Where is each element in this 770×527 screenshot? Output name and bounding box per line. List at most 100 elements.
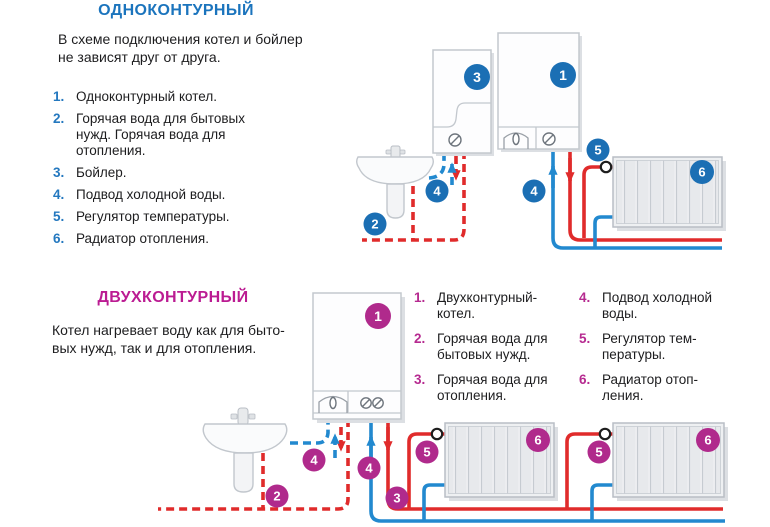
svg-text:1: 1 bbox=[559, 67, 567, 83]
boiler-storage bbox=[432, 49, 494, 156]
thermostat-valve-1 bbox=[430, 427, 444, 441]
sink-pedestal bbox=[233, 452, 254, 493]
pipe-heating-supply bbox=[568, 150, 722, 242]
legend-item: 6. Радиатор отопления. bbox=[53, 231, 313, 247]
legend-number: 6. bbox=[579, 372, 591, 387]
pipe-heating-riser bbox=[582, 165, 613, 238]
badge-cold-feed-right: 4 bbox=[522, 179, 546, 203]
legend-number: 3. bbox=[414, 372, 426, 387]
legend-text: Регулятор тем- пературы. bbox=[602, 331, 697, 362]
svg-text:4: 4 bbox=[310, 453, 318, 468]
sink-pedestal bbox=[386, 183, 405, 219]
faucet bbox=[237, 407, 249, 426]
badge-regulator-1: 5 bbox=[415, 440, 439, 464]
pipe-heating-return bbox=[369, 419, 725, 523]
legend-text: Одноконтурный котел. bbox=[76, 89, 217, 104]
legend-text: Горячая вода для бытовых нужд. bbox=[437, 331, 548, 362]
legend-number: 2. bbox=[414, 331, 426, 346]
svg-text:2: 2 bbox=[371, 217, 378, 232]
boiler-single-circuit bbox=[497, 32, 582, 152]
legend-number: 4. bbox=[579, 290, 591, 305]
boiler-dual-circuit bbox=[312, 292, 405, 423]
badge-regulator: 5 bbox=[586, 138, 610, 162]
legend-number: 1. bbox=[53, 89, 65, 104]
pipe-radiator-return-1 bbox=[422, 483, 445, 521]
legend-item: 4. Подвод холодной воды. bbox=[53, 187, 313, 203]
legend-text: Подвод холодной воды. bbox=[76, 187, 226, 202]
badge-boiler: 1 bbox=[365, 303, 391, 329]
thermostat-valve-2 bbox=[598, 427, 612, 441]
badge-hot-water: 2 bbox=[265, 484, 289, 508]
legend-number: 5. bbox=[579, 331, 591, 346]
sink-basin bbox=[202, 423, 288, 454]
badge-radiator-2: 6 bbox=[696, 428, 720, 452]
legend-text: Регулятор температуры. bbox=[76, 209, 230, 224]
badge-boiler: 1 bbox=[550, 62, 576, 88]
svg-text:5: 5 bbox=[594, 143, 601, 158]
legend-item: 2. Горячая вода для бытовых нужд. Горяча… bbox=[53, 111, 313, 159]
display-window bbox=[329, 396, 337, 410]
single-circuit-diagram: 3 1 2 4 4 5 6 bbox=[356, 32, 726, 250]
pipe-radiator-return bbox=[593, 215, 613, 248]
section-title-dual: ДВУХКОНТУРНЫЙ bbox=[97, 289, 249, 306]
sink-basin bbox=[356, 156, 434, 185]
legend-item: 3. Горячая вода для отопления. bbox=[414, 372, 564, 404]
svg-text:3: 3 bbox=[393, 491, 400, 506]
svg-text:1: 1 bbox=[374, 308, 382, 324]
svg-text:4: 4 bbox=[433, 184, 441, 199]
legend-item: 6. Радиатор отоп- ления. bbox=[579, 372, 729, 404]
radiator-1 bbox=[444, 422, 558, 501]
pipe-heating-return bbox=[551, 150, 722, 250]
legend-item: 5. Регулятор температуры. bbox=[53, 209, 313, 225]
display-window bbox=[512, 132, 520, 146]
svg-text:2: 2 bbox=[273, 489, 280, 504]
badge-heating-supply: 3 bbox=[385, 486, 409, 510]
pipe-radiator-return-2 bbox=[590, 483, 613, 521]
legend-item: 2. Горячая вода для бытовых нужд. bbox=[414, 331, 564, 363]
dual-description: Котел нагревает воду как для быто- вых н… bbox=[52, 322, 285, 356]
legend-item: 5. Регулятор тем- пературы. bbox=[579, 331, 729, 363]
legend-number: 6. bbox=[53, 231, 65, 246]
badge-cold-feed-left: 4 bbox=[425, 179, 449, 203]
legend-number: 1. bbox=[414, 290, 426, 305]
legend-text: Радиатор отоп- ления. bbox=[602, 372, 699, 403]
legend-item: 1. Двухконтурный- котел. bbox=[414, 290, 564, 322]
svg-text:5: 5 bbox=[595, 445, 602, 460]
legend-number: 3. bbox=[53, 165, 65, 180]
dual-circuit-legend-col1: 1. Двухконтурный- котел. 2. Горячая вода… bbox=[414, 290, 564, 413]
badge-cold-feed-left: 4 bbox=[302, 448, 326, 472]
legend-item: 3. Бойлер. bbox=[53, 165, 313, 181]
svg-text:3: 3 bbox=[473, 69, 481, 85]
badge-radiator-1: 6 bbox=[526, 428, 550, 452]
svg-text:6: 6 bbox=[534, 433, 541, 448]
badge-hot-water: 2 bbox=[363, 212, 387, 236]
pipe-dhw-boiler-to-sink bbox=[362, 151, 466, 242]
single-circuit-legend: 1. Одноконтурный котел. 2. Горячая вода … bbox=[53, 89, 313, 253]
sink bbox=[356, 145, 434, 219]
pipe-heating-riser-2 bbox=[565, 432, 613, 509]
thermostat-valve bbox=[599, 160, 613, 174]
pipe-dhw-boiler-to-sink bbox=[158, 419, 350, 511]
badge-radiator: 6 bbox=[690, 160, 714, 184]
badge-cold-feed-right: 4 bbox=[357, 456, 381, 480]
legend-text: Подвод холодной воды. bbox=[602, 290, 713, 321]
legend-text: Двухконтурный- котел. bbox=[437, 290, 538, 321]
legend-number: 4. bbox=[53, 187, 65, 202]
svg-text:5: 5 bbox=[423, 445, 430, 460]
svg-text:4: 4 bbox=[530, 184, 538, 199]
sink bbox=[202, 407, 288, 493]
svg-text:6: 6 bbox=[698, 165, 705, 180]
pipe-heating-riser-1 bbox=[407, 432, 445, 509]
badge-boiler-storage: 3 bbox=[464, 64, 490, 90]
section-title-single: ОДНОКОНТУРНЫЙ bbox=[98, 2, 254, 19]
legend-text: Радиатор отопления. bbox=[76, 231, 209, 246]
svg-text:4: 4 bbox=[365, 461, 373, 476]
legend-item: 1. Одноконтурный котел. bbox=[53, 89, 313, 105]
svg-text:6: 6 bbox=[704, 433, 711, 448]
legend-text: Бойлер. bbox=[76, 165, 127, 180]
legend-text: Горячая вода для отопления. bbox=[437, 372, 548, 403]
badge-regulator-2: 5 bbox=[587, 440, 611, 464]
dual-circuit-diagram: 1 2 3 4 4 5 5 6 bbox=[158, 292, 728, 523]
pipe-cold-feed-elbow bbox=[428, 152, 446, 180]
